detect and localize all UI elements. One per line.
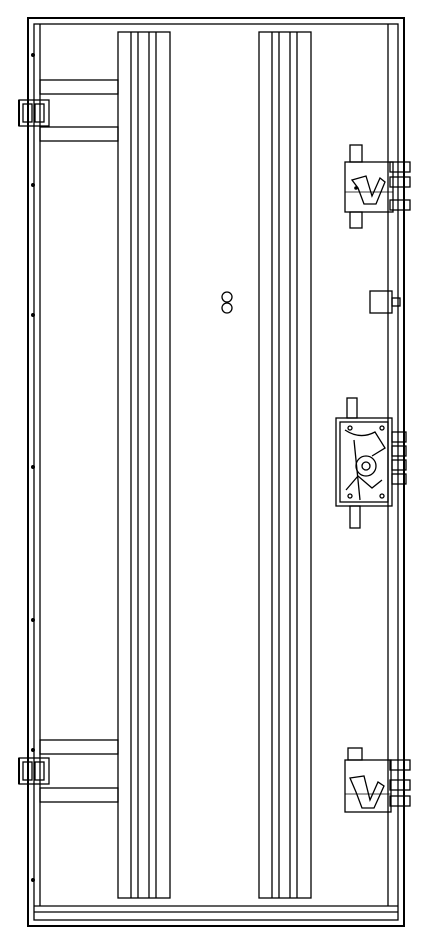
peephole-icon — [221, 291, 233, 314]
left-rail — [117, 31, 171, 899]
lock-center — [335, 397, 407, 529]
door-frame — [27, 17, 405, 927]
latch-bottom — [344, 747, 411, 813]
hinge-bottom — [18, 739, 119, 803]
latch-top — [344, 144, 411, 229]
hinge-top — [18, 79, 119, 142]
handle-icon — [369, 290, 401, 314]
right-rail — [258, 31, 312, 899]
rivets-left — [31, 53, 35, 882]
